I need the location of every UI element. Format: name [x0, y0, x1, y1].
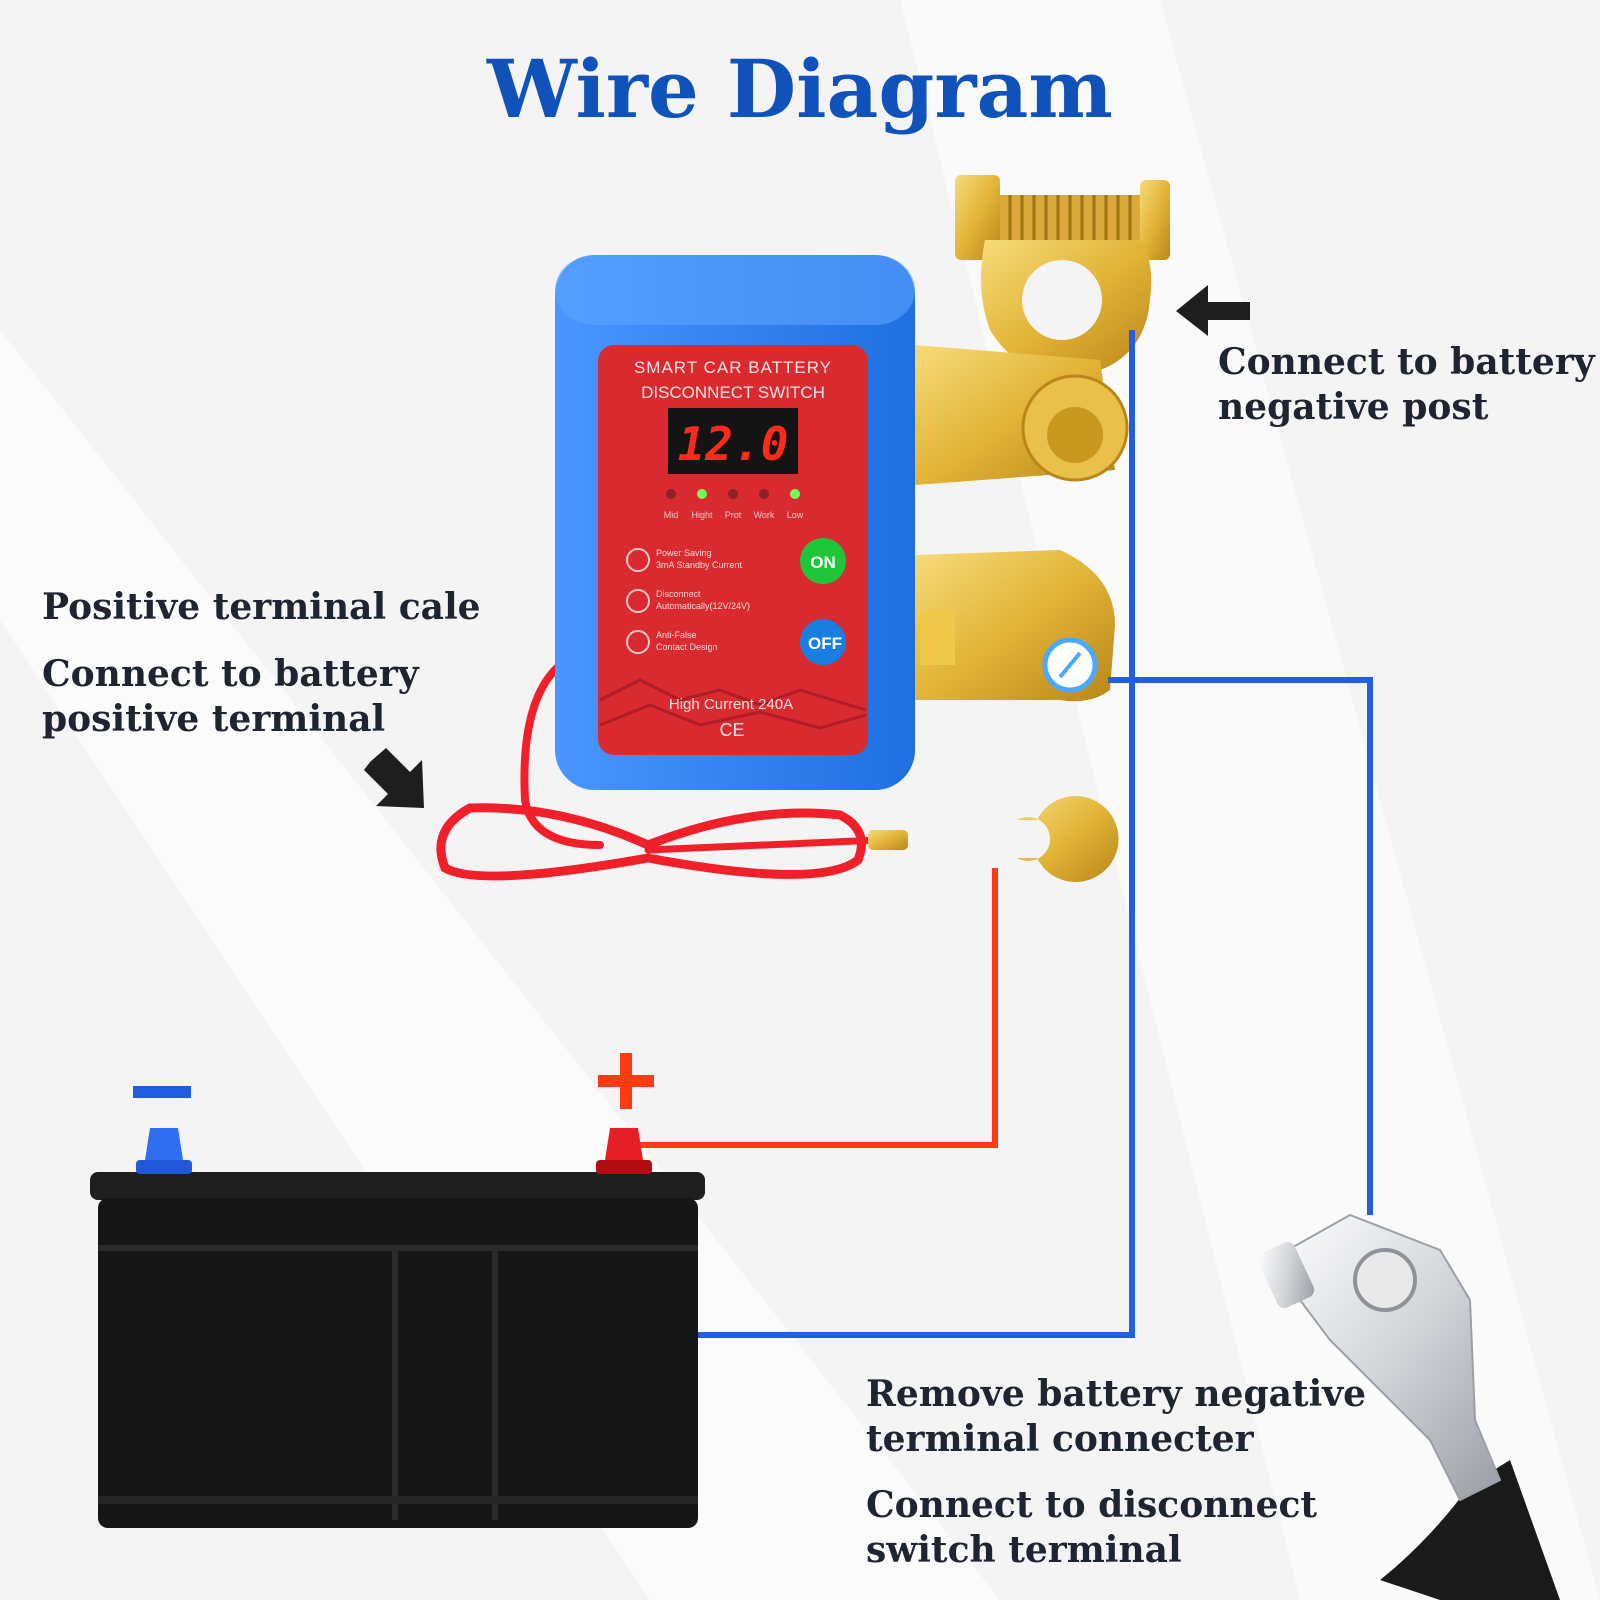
feature-auto-disconnect-title: Disconnect	[656, 589, 701, 599]
indicator-led-low	[790, 489, 800, 499]
terminal-stud	[920, 610, 955, 665]
label-line: positive terminal	[42, 698, 386, 740]
arrow-down-right-icon	[364, 748, 424, 808]
label-positive-terminal: Connect to battery positive terminal	[42, 652, 419, 742]
indicator-leds: Mid Hight Prot Work Low	[664, 489, 804, 520]
clamp-bolt-thread	[1000, 195, 1140, 240]
negative-symbol-icon	[133, 1086, 191, 1098]
label-line: Positive terminal cale	[42, 586, 481, 628]
off-button[interactable]	[800, 619, 846, 665]
indicator-label: Prot	[725, 510, 742, 520]
removed-negative-connector	[1257, 1213, 1560, 1600]
feature-power-saving-detail: 3mA Standby Current	[656, 560, 743, 570]
off-button-label: OFF	[808, 634, 842, 653]
label-connect-switch: Connect to disconnect switch terminal	[866, 1483, 1317, 1573]
clamp-nut-center	[1047, 407, 1103, 463]
clamp-nut-right	[1140, 180, 1170, 260]
indicator-label: Mid	[664, 510, 679, 520]
car-battery	[90, 1053, 705, 1528]
battery-positive-post	[596, 1128, 652, 1174]
voltage-display	[668, 408, 798, 474]
negative-cable	[1380, 1460, 1560, 1600]
voltage-readout: 12.0	[678, 417, 789, 471]
battery-lid	[90, 1172, 705, 1200]
connector-body	[1268, 1213, 1502, 1502]
indicator-label: Hight	[691, 510, 713, 520]
label-negative-post: Connect to battery negative post	[1218, 340, 1595, 430]
label-line: Connect to disconnect	[866, 1484, 1318, 1526]
feature-power-saving-title: Power Saving	[656, 548, 712, 558]
label-line: Connect to battery	[1218, 341, 1595, 383]
panel-pattern	[599, 703, 867, 730]
label-line: terminal connecter	[866, 1418, 1254, 1460]
on-button[interactable]	[800, 538, 846, 584]
background-ray	[0, 330, 1000, 1600]
label-line: switch terminal	[866, 1529, 1182, 1571]
positive-symbol-icon	[598, 1053, 654, 1109]
device-top-highlight	[555, 255, 915, 325]
label-remove-connector: Remove battery negative terminal connect…	[866, 1372, 1366, 1462]
panel-pattern	[599, 678, 867, 712]
indicator-led-prot	[728, 489, 738, 499]
power-saving-icon	[626, 548, 650, 572]
device-name-line-1: SMART CAR BATTERY	[634, 358, 832, 377]
feature-auto-disconnect-detail: Automatically(12V/24V)	[656, 601, 750, 611]
positive-lead-cable	[436, 661, 884, 881]
indicator-label: Low	[787, 510, 804, 520]
page-title: Wire Diagram	[487, 42, 1113, 136]
indicator-led-work	[759, 489, 769, 499]
switch-output-terminal	[915, 550, 1115, 702]
positive-wire	[624, 868, 998, 1148]
label-line: Remove battery negative	[866, 1373, 1367, 1415]
label-line: Connect to battery	[42, 653, 419, 695]
anti-false-icon	[626, 630, 650, 654]
on-button-label: ON	[810, 553, 836, 572]
battery-negative-post	[136, 1128, 192, 1174]
label-positive-heading: Positive terminal cale	[42, 585, 481, 630]
auto-disconnect-icon	[626, 589, 650, 613]
label-line: negative post	[1218, 386, 1489, 428]
terminal-negative-slash	[1058, 651, 1082, 679]
clamp-nut-left	[955, 175, 1000, 260]
current-rating: High Current 240A	[669, 696, 793, 713]
feature-anti-false-title: Anti-False	[656, 630, 697, 640]
device-panel	[598, 345, 868, 755]
indicator-led-hight	[697, 489, 707, 499]
ce-mark: CE	[719, 720, 744, 740]
indicator-label: Work	[754, 510, 775, 520]
disconnect-switch-device: Mid Hight Prot Work Low	[555, 255, 915, 790]
indicator-led-mid	[666, 489, 676, 499]
connector-ring	[1353, 1248, 1417, 1312]
feature-anti-false-detail: Contact Design	[656, 642, 718, 652]
ring-terminal-lug	[868, 796, 1119, 882]
arrow-left-icon	[1176, 285, 1250, 336]
device-name-line-2: DISCONNECT SWITCH	[641, 383, 825, 402]
battery-negative-clamp	[915, 175, 1170, 485]
connector-clamp	[1257, 1241, 1315, 1309]
clamp-hole	[1022, 260, 1102, 340]
